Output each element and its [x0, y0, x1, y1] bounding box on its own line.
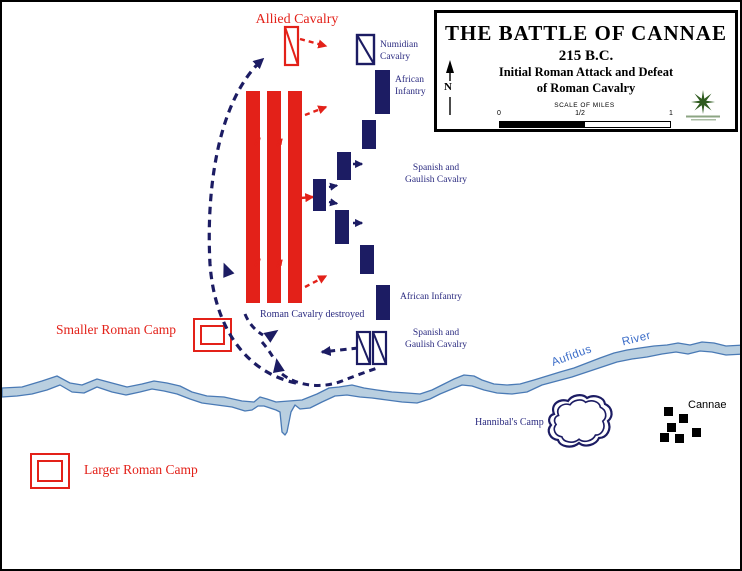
- african-infantry-north-unit: [375, 70, 390, 114]
- scale-of-miles-label: SCALE OF MILES: [554, 102, 615, 109]
- title-box: THE BATTLE OF CANNAE 215 B.C. Initial Ro…: [434, 10, 738, 132]
- african-infantry-north-label: African Infantry: [395, 75, 426, 98]
- numidian-cavalry-label: Numidian Cavalry: [380, 40, 418, 63]
- cavalry-attack-paths: [243, 313, 381, 387]
- hannibals-camp-label: Hannibal's Camp: [475, 417, 544, 428]
- roman-attack-arrows: [254, 37, 328, 289]
- scale-bar-filled-half: [500, 122, 585, 127]
- african-infantry-south-label: African Infantry: [400, 292, 462, 302]
- map-subtitle-line1: Initial Roman Attack and Defeat: [498, 65, 674, 79]
- spanish-gaulish-cavalry-units: [355, 330, 388, 366]
- african-infantry-south-unit: [376, 285, 390, 320]
- larger-roman-camp-icon: [30, 453, 70, 489]
- map-title: THE BATTLE OF CANNAE: [445, 21, 727, 45]
- map-subtitle-line2: of Roman Cavalry: [536, 80, 636, 95]
- cannae-town-label: Cannae: [688, 399, 727, 411]
- cannae-town-icon: [660, 407, 701, 443]
- smaller-roman-camp-icon: [193, 318, 232, 352]
- map-date: 215 B.C.: [558, 48, 614, 64]
- hannibals-camp-icon: [547, 394, 613, 448]
- spanish-gaulish-south-label: Spanish and Gaulish Cavalry: [404, 328, 467, 351]
- roman-cavalry-destroyed-label: Roman Cavalry destroyed: [260, 309, 365, 320]
- river-name-river: River: [620, 329, 653, 349]
- smaller-roman-camp-label: Smaller Roman Camp: [56, 322, 176, 337]
- aufidus-river: [2, 341, 740, 436]
- scale-tick-0: 0: [497, 110, 501, 117]
- allied-cavalry-unit: [283, 25, 300, 67]
- carthaginian-cavalry-sweep-path: [207, 57, 297, 385]
- scale-bar: [499, 121, 671, 128]
- larger-roman-camp-label: Larger Roman Camp: [84, 462, 198, 477]
- north-letter: N: [444, 81, 452, 93]
- river-name-aufidus: Aufidus: [550, 343, 594, 369]
- numidian-cavalry-unit: [355, 33, 376, 66]
- scale-tick-half: 1/2: [575, 110, 585, 117]
- spanish-gaulish-center-units: [313, 120, 376, 274]
- carthaginian-advance-arrows: [328, 159, 364, 228]
- roman-infantry-lines: [246, 91, 302, 303]
- scale-tick-1: 1: [669, 110, 673, 117]
- allied-cavalry-label: Allied Cavalry: [255, 12, 339, 27]
- spanish-gaulish-center-label: Spanish and Gaulish Cavalry: [404, 163, 467, 186]
